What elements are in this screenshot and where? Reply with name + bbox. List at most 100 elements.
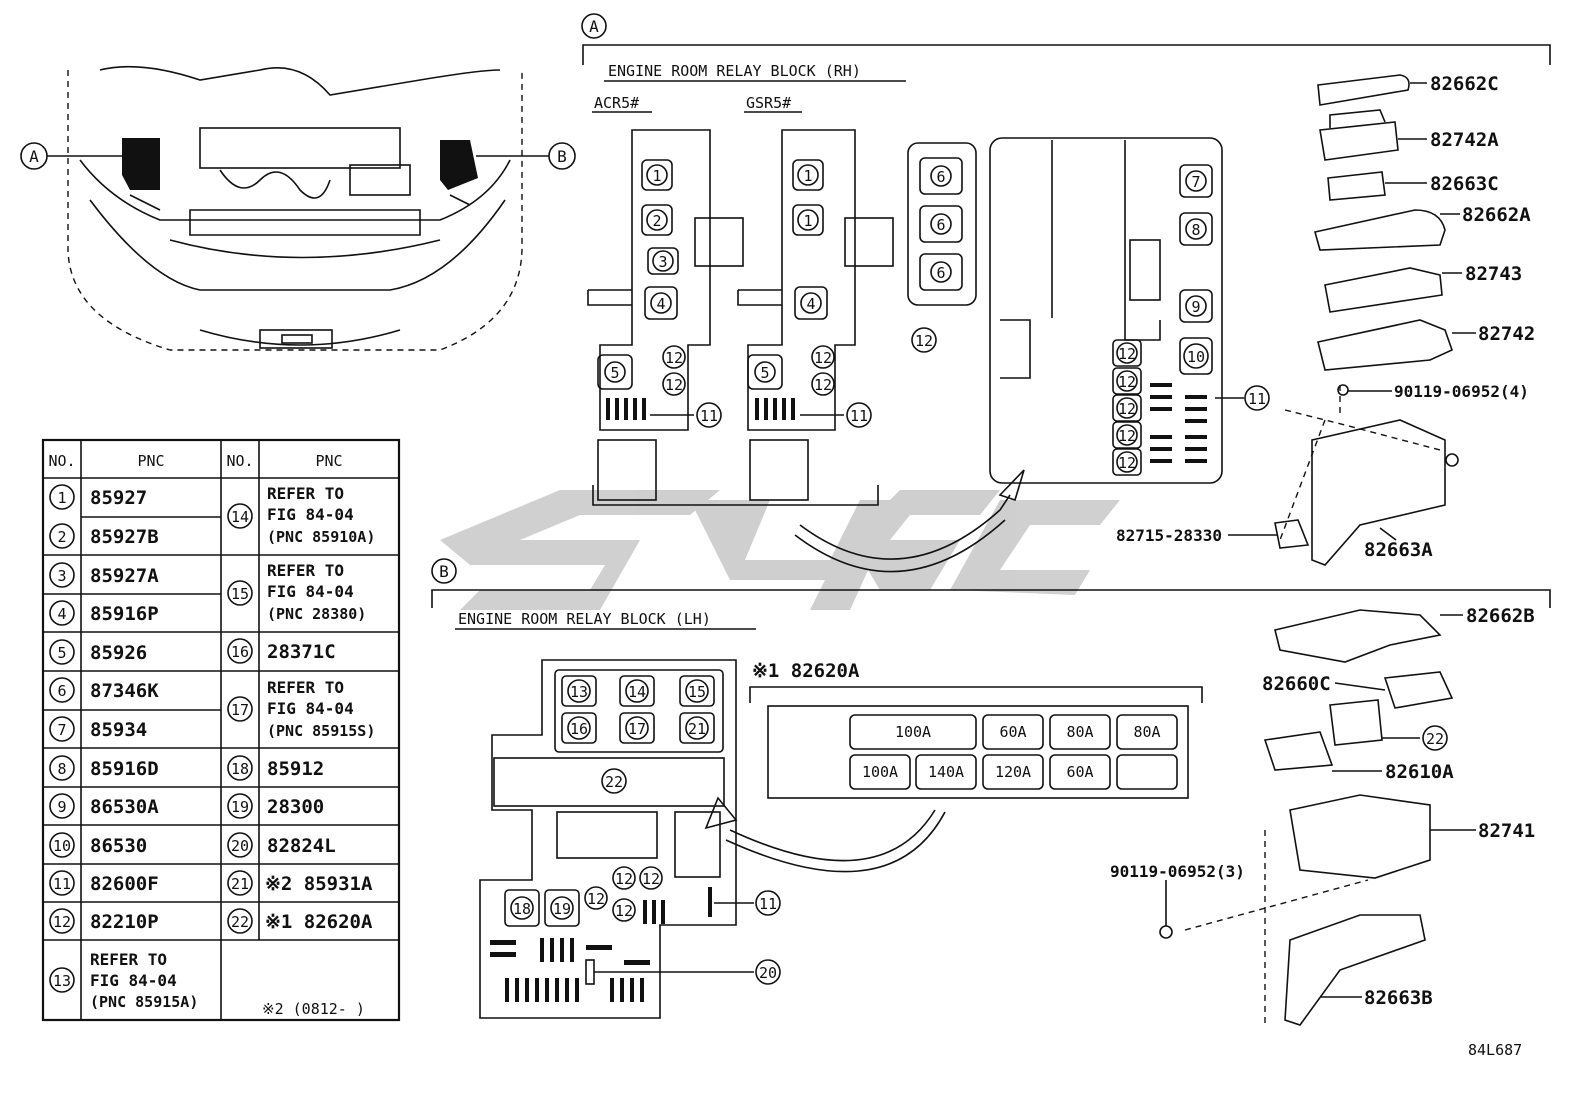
svg-text:FIG 84-04: FIG 84-04: [267, 582, 354, 601]
fuse-cell: 100A: [895, 723, 931, 741]
svg-text:12: 12: [915, 332, 933, 350]
header-no-right: NO.: [226, 452, 253, 470]
rh-exploded-parts: [1274, 74, 1459, 566]
fuse-cell: 80A: [1133, 723, 1160, 741]
part-82742a: 82742A: [1430, 129, 1499, 151]
table-row: 7 85934: [49, 716, 147, 742]
svg-text:6: 6: [936, 168, 945, 186]
svg-text:22: 22: [1426, 730, 1444, 748]
svg-text:28300: 28300: [267, 796, 324, 818]
table-right-rows: 14 REFER TO FIG 84-04 (PNC 85910A) 15 RE…: [221, 484, 399, 934]
svg-text:85912: 85912: [267, 758, 324, 780]
fuse-row-1: 100A 60A 80A 80A: [849, 714, 1178, 750]
svg-text:86530A: 86530A: [90, 796, 159, 818]
svg-text:12: 12: [615, 870, 633, 888]
part-82662a: 82662A: [1462, 204, 1531, 226]
part-82662c: 82662C: [1430, 73, 1499, 95]
svg-text:13: 13: [570, 683, 588, 701]
svg-text:20: 20: [231, 837, 249, 855]
svg-text:(PNC 85910A): (PNC 85910A): [267, 528, 375, 546]
svg-text:85927B: 85927B: [90, 526, 159, 548]
svg-text:86530: 86530: [90, 835, 147, 857]
svg-text:(PNC 85915A): (PNC 85915A): [90, 993, 198, 1011]
svg-text:※1 82620A: ※1 82620A: [265, 911, 373, 933]
svg-text:4: 4: [806, 295, 815, 313]
svg-text:85916D: 85916D: [90, 758, 159, 780]
fuse-cell: 140A: [928, 763, 964, 781]
section-b-marker: B: [439, 562, 449, 581]
svg-text:REFER TO: REFER TO: [267, 678, 344, 697]
table-row: 22※1 82620A: [227, 908, 373, 934]
part-82663b: 82663B: [1364, 987, 1433, 1009]
table-footnote: ※2 (0812- ): [262, 1000, 365, 1018]
watermark-logo: [440, 490, 1120, 610]
svg-text:REFER TO: REFER TO: [267, 484, 344, 503]
svg-text:5: 5: [57, 644, 66, 662]
part-90119-3: 90119-06952(3): [1110, 862, 1245, 881]
svg-text:7: 7: [1191, 173, 1200, 191]
svg-text:4: 4: [656, 295, 665, 313]
svg-text:15: 15: [688, 683, 706, 701]
section-b: B ENGINE ROOM RELAY BLOCK (LH) 13 14 15 …: [431, 558, 1551, 1026]
svg-text:REFER TO: REFER TO: [267, 561, 344, 580]
svg-text:12: 12: [1118, 345, 1136, 363]
part-82663a: 82663A: [1364, 539, 1433, 561]
svg-text:6: 6: [936, 216, 945, 234]
svg-text:12: 12: [587, 890, 605, 908]
svg-text:3: 3: [57, 567, 66, 585]
svg-text:85916P: 85916P: [90, 603, 159, 625]
svg-text:28371C: 28371C: [267, 641, 336, 663]
rh-part-labels: 82662C 82742A 82663C 82662A 82743 82742 …: [1116, 73, 1535, 561]
svg-text:85934: 85934: [90, 719, 147, 741]
car-marker-b: B: [557, 147, 567, 166]
acr5-relay-block: 1 2 3 4 5 12 12 11: [587, 129, 744, 501]
svg-text:7: 7: [57, 721, 66, 739]
rh-main-block: 7 8 9 10 12 12 12 12 12 11: [989, 137, 1270, 484]
fuse-cell: 60A: [1066, 763, 1093, 781]
svg-text:11: 11: [700, 407, 718, 425]
table-row: 13 REFER TO FIG 84-04 (PNC 85915A): [49, 950, 198, 1011]
section-b-title: ENGINE ROOM RELAY BLOCK (LH): [458, 610, 711, 628]
table-row: 14 REFER TO FIG 84-04 (PNC 85910A): [227, 484, 375, 546]
svg-text:21: 21: [231, 875, 249, 893]
svg-text:19: 19: [553, 900, 571, 918]
fuse-cell: 100A: [862, 763, 898, 781]
fuse-row-2: 100A 140A 120A 60A: [849, 754, 1178, 790]
section-a-marker: A: [589, 17, 599, 36]
svg-text:11: 11: [1248, 390, 1266, 408]
section-a: A ENGINE ROOM RELAY BLOCK (RH) ACR5# GSR…: [581, 13, 1551, 573]
part-82741: 82741: [1478, 820, 1535, 842]
table-row: 15 REFER TO FIG 84-04 (PNC 28380): [227, 561, 366, 623]
lh-exploded-parts: [1159, 609, 1454, 1026]
svg-text:12: 12: [642, 870, 660, 888]
svg-text:13: 13: [53, 972, 71, 990]
svg-text:8: 8: [57, 760, 66, 778]
svg-text:12: 12: [665, 349, 683, 367]
svg-text:4: 4: [57, 605, 66, 623]
svg-text:FIG 84-04: FIG 84-04: [267, 505, 354, 524]
svg-text:2: 2: [57, 528, 66, 546]
svg-text:1: 1: [57, 489, 66, 507]
table-row: 21 ※2 85931A: [227, 870, 373, 896]
svg-text:※2 85931A: ※2 85931A: [265, 873, 373, 895]
svg-text:(PNC 28380): (PNC 28380): [267, 605, 366, 623]
fuse-cell: 60A: [999, 723, 1026, 741]
svg-text:17: 17: [628, 720, 646, 738]
svg-text:82210P: 82210P: [90, 911, 159, 933]
svg-text:9: 9: [1191, 298, 1200, 316]
part-82715: 82715-28330: [1116, 526, 1222, 545]
svg-text:21: 21: [688, 720, 706, 738]
fuse-cell: 120A: [995, 763, 1031, 781]
lh-part-labels: 82662B 82660C 22 82610A 82741 90119-0695…: [1110, 605, 1535, 1009]
relay-column-6: 6 6 6 12: [907, 142, 977, 353]
svg-text:(PNC 85915S): (PNC 85915S): [267, 722, 375, 740]
svg-text:REFER TO: REFER TO: [90, 950, 167, 969]
figure-code: 84L687: [1468, 1041, 1522, 1059]
